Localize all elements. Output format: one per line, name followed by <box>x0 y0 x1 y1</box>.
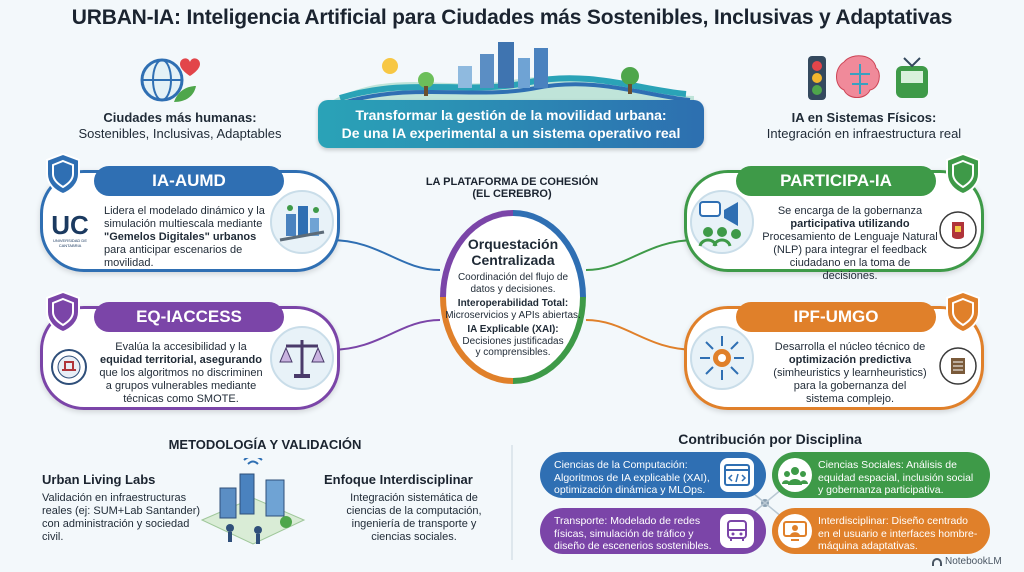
people-group-icon <box>778 458 812 492</box>
ipf-line-3: (simheuristics y learnheuristics) <box>773 367 927 379</box>
banner-line-1: Transformar la gestión de la movilidad u… <box>355 107 667 123</box>
digital-twin-city-icon <box>270 190 334 254</box>
hub-line-7: y comprensibles. <box>475 347 551 358</box>
university-seal-icon <box>938 210 978 250</box>
scales-icon <box>270 326 334 390</box>
inter-line-1: Integración sistemática de <box>350 492 478 504</box>
banner-line-2: De una IA experimental a un sistema oper… <box>341 125 681 141</box>
uc-logo-sub: UNIVERSIDAD DE CANTABRIA <box>52 238 87 248</box>
hub-title-1: Orquestación <box>467 236 559 252</box>
aumd-line-2: simulación multiescala mediante <box>104 218 263 230</box>
labs-line-2: reales (ej: SUM+Lab Santander) <box>42 505 201 517</box>
notebooklm-icon <box>932 557 942 566</box>
footer-text: NotebookLM <box>945 556 1002 567</box>
shield-icon <box>44 290 82 334</box>
university-seal-icon <box>938 346 978 386</box>
shield-icon <box>944 152 982 196</box>
aumd-line-4: para anticipar escenarios de <box>104 244 243 256</box>
ipf-line-5: sistema complejo. <box>805 393 895 405</box>
notebooklm-watermark: NotebookLM <box>932 556 1002 567</box>
shield-icon <box>944 290 982 334</box>
inter-line-4: ciencias sociales. <box>371 531 457 543</box>
hub-line-3: Interoperabilidad Total: <box>457 298 569 309</box>
eq-line-3: que los algoritmos no discriminen <box>99 367 263 379</box>
hub-title-2: Centralizada <box>471 252 555 268</box>
shield-icon <box>44 152 82 196</box>
int-line-2: en el usuario e interfaces hombre- <box>818 527 978 540</box>
university-seal-icon <box>50 348 88 386</box>
tr-line-2: físicas, simulación de tráfico y <box>554 527 694 540</box>
soc-line-1: Ciencias Sociales: Análisis de <box>818 459 957 471</box>
participa-line-4: (NLP) para integrar el feedback <box>773 244 927 256</box>
mission-banner: Transformar la gestión de la movilidad u… <box>318 100 704 148</box>
int-line-3: máquina adaptativas. <box>818 540 918 552</box>
gear-network-icon <box>690 326 754 390</box>
soc-line-3: y gobernanza participativa. <box>818 484 944 496</box>
ipf-line-2: optimización predictiva <box>788 354 912 366</box>
participa-line-5: ciudadano en la toma de decisiones. <box>789 257 911 282</box>
contrib-social-sciences: Ciencias Sociales: Análisis de equidad e… <box>772 452 990 498</box>
cs-line-3: optimización dinámica y MLOps. <box>554 484 706 496</box>
hub-line-1: Coordinación del flujo de <box>457 272 569 283</box>
interdisciplinary-title: Enfoque Interdisciplinar <box>324 472 473 487</box>
pill-ia-aumd: IA-AUMD <box>94 166 284 196</box>
aumd-line-3: "Gemelos Digitales" urbanos <box>104 231 257 243</box>
hub-caption-2: (EL CEREBRO) <box>472 188 552 200</box>
pill-eq-iaccess: EQ-IACCESS <box>94 302 284 332</box>
labs-line-1: Validación en infraestructuras <box>42 492 187 504</box>
cs-line-1: Ciencias de la Computación: <box>554 459 688 471</box>
bus-icon <box>720 514 754 548</box>
methodology-title: METODOLOGÍA Y VALIDACIÓN <box>168 437 362 452</box>
uc-logo-text: UC <box>51 210 89 240</box>
pill-participa-ia: PARTICIPA-IA <box>736 166 936 196</box>
eq-line-5: técnicas como SMOTE. <box>123 393 239 405</box>
participa-line-3: Procesamiento de Lenguaje Natural <box>762 231 938 243</box>
left-header-bold: Ciudades más humanas: <box>103 110 257 125</box>
hub-line-5: IA Explicable (XAI): <box>467 324 559 335</box>
living-lab-illustration <box>196 455 310 558</box>
tr-line-3: diseño de escenerios sostenibles. <box>554 540 712 552</box>
aumd-line-1: Lidera el modelado dinámico y la <box>104 205 265 217</box>
uc-logo: UC UNIVERSIDAD DE CANTABRIA <box>48 212 92 248</box>
tr-line-1: Transporte: Modelado de redes <box>554 515 701 527</box>
soc-line-2: equidad espacial, inclusión social <box>818 471 974 484</box>
megaphone-people-icon <box>690 190 754 254</box>
labs-line-4: civil. <box>42 531 64 543</box>
ipf-line-1: Desarrolla el núcleo técnico de <box>774 341 926 353</box>
cs-line-2: Algoritmos de IA explicable (XAI), <box>554 471 710 484</box>
pill-ipf-umgo: IPF-UMGO <box>736 302 936 332</box>
hub-line-6: Decisiones justificadas <box>462 335 564 347</box>
left-header-text: Sostenibles, Inclusivas, Adaptables <box>78 126 282 141</box>
code-window-icon <box>720 458 754 492</box>
globe-heart-icon <box>136 50 206 108</box>
participa-line-2: participativa utilizando <box>790 218 910 230</box>
hub-content: Orquestación Centralizada Coordinación d… <box>440 236 586 359</box>
hub-line-4: Microservicios y APIs abiertas. <box>445 309 581 321</box>
inter-line-3: ingeniería de transporte y <box>351 518 477 530</box>
hub-caption-1: LA PLATAFORMA DE COHESIÓN <box>425 176 599 188</box>
aumd-line-5: movilidad. <box>104 257 154 269</box>
participa-line-1: Se encarga de la gobernanza <box>777 205 923 217</box>
page-title: URBAN-IA: Inteligencia Artificial para C… <box>71 6 953 29</box>
right-header-text: Integración en infraestructura real <box>766 126 962 141</box>
user-screen-icon <box>778 514 812 548</box>
inter-line-2: ciencias de la computación, <box>346 505 482 517</box>
contribution-title: Contribución por Disciplina <box>678 431 862 447</box>
labs-title: Urban Living Labs <box>42 472 156 487</box>
ipf-line-4: para la gobernanza del <box>793 380 907 392</box>
hub-outer-ring <box>440 210 586 384</box>
hub-line-2: datos y decisiones. <box>470 283 556 295</box>
right-header-bold: IA en Sistemas Físicos: <box>791 110 937 125</box>
eq-line-2: equidad territorial, asegurando <box>100 354 262 366</box>
eq-line-1: Evalúa la accesibilidad y la <box>115 341 247 353</box>
int-line-1: Interdisciplinar: Diseño centrado <box>818 515 968 527</box>
eq-line-4: a grupos vulnerables mediante <box>105 380 257 392</box>
traffic-brain-tram-icon <box>800 52 940 108</box>
labs-line-3: con administración y sociedad <box>42 518 190 530</box>
